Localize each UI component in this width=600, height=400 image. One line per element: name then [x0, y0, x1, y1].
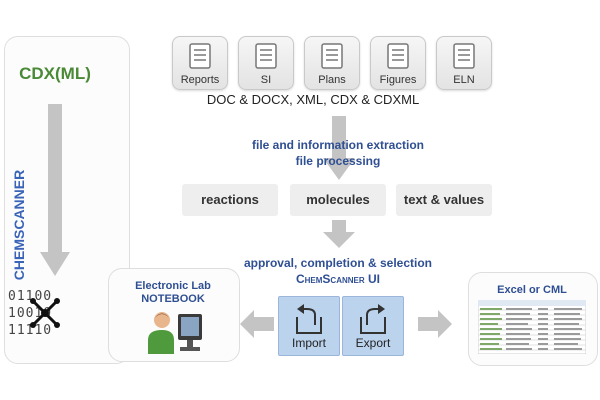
left-arrow-icon	[240, 310, 274, 338]
doc-tile-figures: Figures	[370, 36, 426, 90]
import-label: Import	[291, 336, 326, 350]
bits-row: 01100	[8, 289, 53, 304]
extraction-line-1: file and information extraction	[251, 138, 425, 152]
doc-tile-plans: Plans	[304, 36, 360, 90]
chemscanner-vertical-label: CHEMSCANNER	[11, 155, 31, 295]
approval-line-1: approval, completion & selection	[243, 256, 433, 270]
document-icon	[255, 43, 277, 69]
eln-line-1: Electronic Lab	[135, 280, 211, 292]
binary-code: 01100 10010 11110	[8, 288, 78, 339]
cdx-title: CDX(ML)	[19, 64, 91, 83]
down-arrow-icon	[40, 104, 70, 276]
right-arrow-icon	[418, 310, 452, 338]
document-icon	[189, 43, 211, 69]
doc-label: ELN	[453, 74, 475, 86]
export-icon	[360, 304, 386, 334]
doc-tile-si: SI	[238, 36, 294, 90]
doc-label: SI	[260, 74, 272, 86]
category-molecules: molecules	[290, 184, 386, 216]
document-icon	[453, 43, 475, 69]
doc-tile-eln: ELN	[436, 36, 492, 90]
down-arrow-icon	[323, 116, 355, 180]
doc-label: Reports	[180, 74, 220, 86]
eln-line-2: NOTEBOOK	[141, 293, 205, 305]
down-arrow-icon	[323, 220, 355, 248]
document-icon	[387, 43, 409, 69]
supported-formats: DOC & DOCX, XML, CDX & CDXML	[206, 92, 420, 107]
export-label: Export	[355, 336, 391, 350]
doc-label: Plans	[318, 74, 346, 86]
approval-line-2: ChemScanner UI	[295, 272, 380, 286]
molecule-network-icon	[30, 298, 60, 328]
extraction-title: file and information extraction file pro…	[228, 137, 448, 169]
extraction-line-2: file processing	[295, 154, 381, 168]
doc-label: Figures	[379, 74, 417, 86]
approval-title: approval, completion & selection ChemSca…	[228, 255, 448, 287]
category-reactions: reactions	[182, 184, 278, 216]
bits-row: 11110	[8, 323, 53, 338]
eln-title: Electronic Lab NOTEBOOK	[108, 280, 238, 306]
scientist-at-computer-icon	[148, 312, 202, 354]
chemscanner-initial: C	[11, 270, 27, 281]
chemscanner-rest: HEMSCANNER	[11, 169, 27, 271]
export-button[interactable]: Export	[342, 296, 404, 356]
document-icon	[321, 43, 343, 69]
output-title: Excel or CML	[497, 284, 567, 296]
spreadsheet-icon	[478, 300, 586, 354]
import-icon	[296, 304, 322, 334]
doc-tile-reports: Reports	[172, 36, 228, 90]
category-text-values: text & values	[396, 184, 492, 216]
import-button[interactable]: Import	[278, 296, 340, 356]
